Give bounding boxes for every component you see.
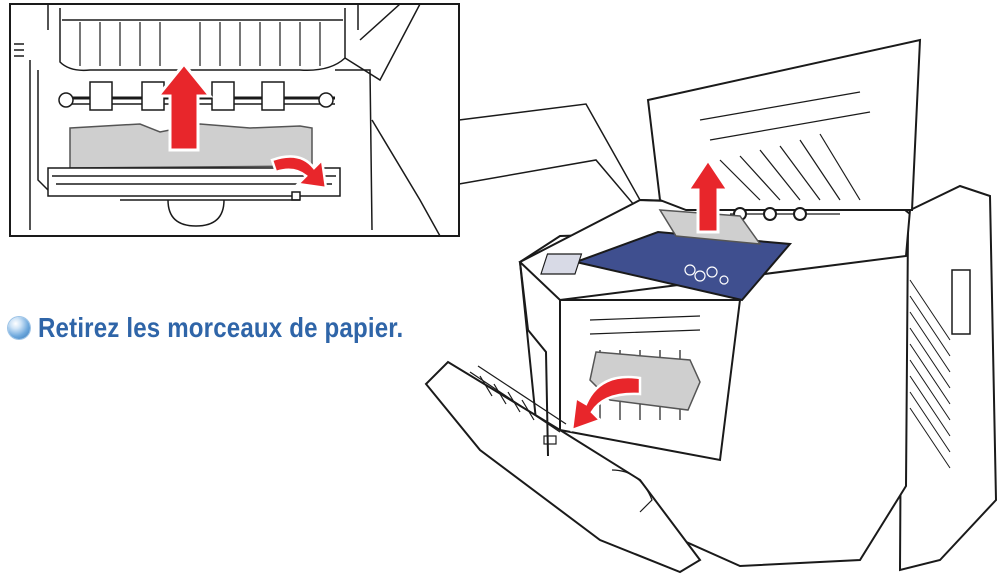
arrow-up-icon	[154, 61, 214, 152]
curved-arrow-icon	[570, 375, 642, 432]
instruction-text: Retirez les morceaux de papier.	[38, 312, 404, 343]
bullet-icon	[8, 317, 30, 339]
callout-connector	[458, 103, 641, 213]
curved-arrow-icon	[270, 155, 328, 190]
arrow-up-icon	[685, 157, 731, 234]
printer	[424, 38, 998, 574]
inset-detail-view	[9, 3, 460, 237]
instruction-caption: Retirez les morceaux de papier.	[8, 306, 463, 350]
